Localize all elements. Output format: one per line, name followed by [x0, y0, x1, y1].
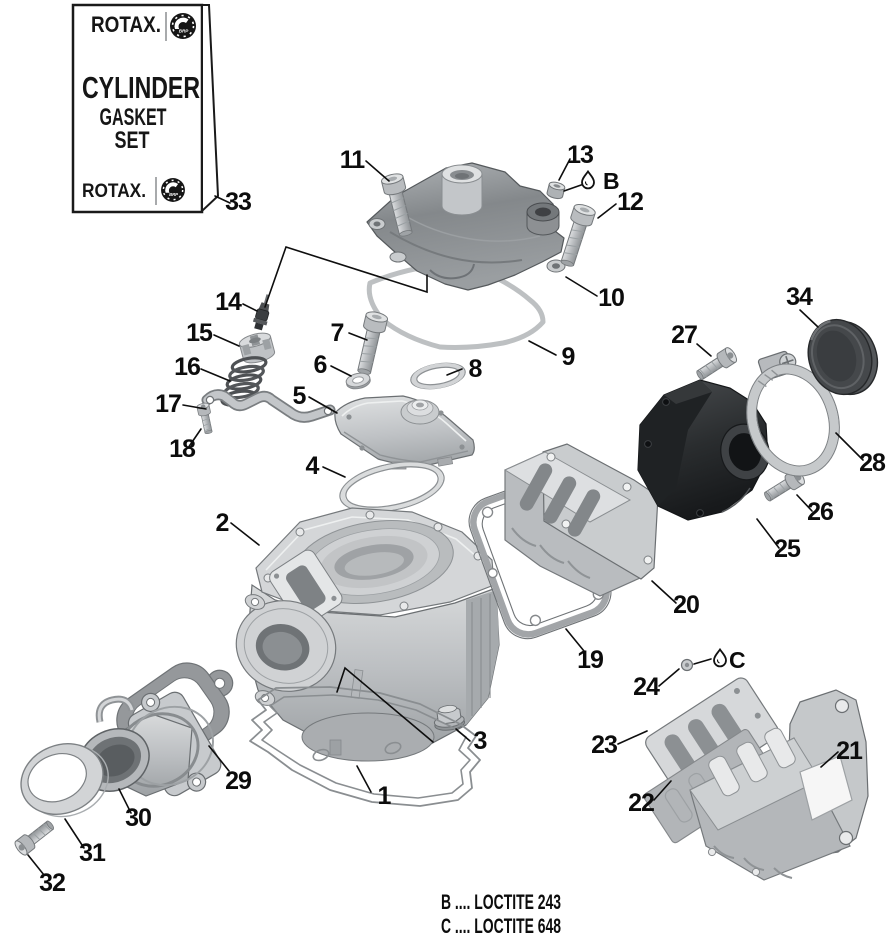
brp-logo-bottom-icon — [160, 177, 186, 203]
part-20-reed-valve — [503, 443, 659, 597]
legend-loctite-c: C .... LOCTITE 648 — [441, 915, 561, 936]
card-brand-bottom: ROTAX. — [82, 181, 146, 202]
callout-29: 29 — [225, 767, 251, 795]
callout-19: 19 — [577, 646, 603, 674]
part-32-bolt — [12, 816, 58, 858]
callout-27: 27 — [671, 321, 697, 349]
parts-layer — [12, 162, 879, 881]
callout-21: 21 — [836, 737, 863, 765]
callout-28: 28 — [859, 449, 886, 477]
part-4-oring — [339, 461, 445, 513]
leader-14-install-path — [264, 246, 428, 308]
card-title-line3: SET — [115, 127, 150, 154]
part-17-bracket — [201, 389, 336, 423]
part-2-cylinder — [235, 507, 500, 762]
part-1-base-gasket — [249, 686, 481, 807]
part-7-bolt — [352, 309, 390, 377]
callout-7: 7 — [331, 319, 344, 347]
exhaust-flange — [235, 600, 337, 692]
callout-32: 32 — [39, 869, 65, 897]
callout-17: 17 — [155, 390, 181, 418]
packaging-card: ROTAX. CYLINDER GASKET SET ROTAX. — [71, 3, 220, 214]
callout-3: 3 — [474, 727, 487, 755]
leader-3-install-path — [336, 666, 434, 743]
part-14-valve-pin — [252, 294, 270, 331]
part-10-cylinder-head-cover — [366, 162, 566, 291]
part-28-clamp — [746, 350, 840, 477]
part-15-cap — [238, 332, 276, 364]
callout-6: 6 — [314, 351, 327, 379]
part-13-nut — [546, 181, 566, 200]
leader-lines — [27, 158, 864, 876]
marker-c-label: C — [729, 647, 746, 673]
legend: B .... LOCTITE 243 C .... LOCTITE 648 — [441, 891, 561, 936]
callout-31: 31 — [79, 839, 106, 867]
loctite-drop-icon-b — [581, 170, 595, 190]
callout-30: 30 — [125, 804, 151, 832]
card-title-line1: CYLINDER — [82, 70, 200, 105]
callout-25: 25 — [774, 535, 801, 563]
callout-layer: 1 2 3 4 5 6 7 8 9 10 11 12 13 14 15 16 1… — [39, 141, 887, 897]
callout-16: 16 — [174, 353, 200, 381]
loctite-markers: B C — [581, 168, 746, 673]
callout-11: 11 — [340, 146, 366, 174]
brp-logo-top-icon — [169, 12, 197, 40]
marker-b-label: B — [603, 168, 620, 194]
callout-2: 2 — [216, 509, 229, 537]
callout-1: 1 — [378, 782, 392, 810]
callout-9: 9 — [562, 343, 575, 371]
card-brand-top: ROTAX. — [91, 12, 161, 37]
callout-10: 10 — [598, 284, 624, 312]
part-8-oring — [410, 362, 466, 390]
callout-5: 5 — [293, 382, 307, 410]
part-21-reed-valve-body — [689, 689, 869, 881]
callout-15: 15 — [186, 319, 213, 347]
legend-loctite-b: B .... LOCTITE 243 — [441, 891, 561, 914]
part-5-cover — [334, 395, 475, 470]
callout-22: 22 — [628, 789, 654, 817]
part-24-screw — [680, 658, 694, 672]
part-27-bolt — [693, 345, 740, 384]
part-6-washer — [345, 372, 371, 390]
callout-24: 24 — [633, 673, 660, 701]
loctite-drop-icon-c — [713, 648, 727, 668]
callout-18: 18 — [169, 435, 196, 463]
part-3-flange-nut — [433, 705, 466, 731]
part-31-ring — [20, 743, 109, 818]
part-34-cap — [807, 318, 879, 396]
callout-12: 12 — [617, 188, 643, 216]
callout-4: 4 — [306, 452, 320, 480]
callout-34: 34 — [786, 283, 813, 311]
callout-14: 14 — [215, 288, 242, 316]
callout-20: 20 — [673, 591, 699, 619]
card-title-line2: GASKET — [100, 104, 167, 131]
callout-23: 23 — [591, 731, 617, 759]
callout-8: 8 — [469, 355, 483, 383]
callout-26: 26 — [807, 498, 833, 526]
callout-13: 13 — [567, 141, 593, 169]
part-12-bolt — [555, 201, 598, 270]
callout-33: 33 — [225, 188, 251, 216]
